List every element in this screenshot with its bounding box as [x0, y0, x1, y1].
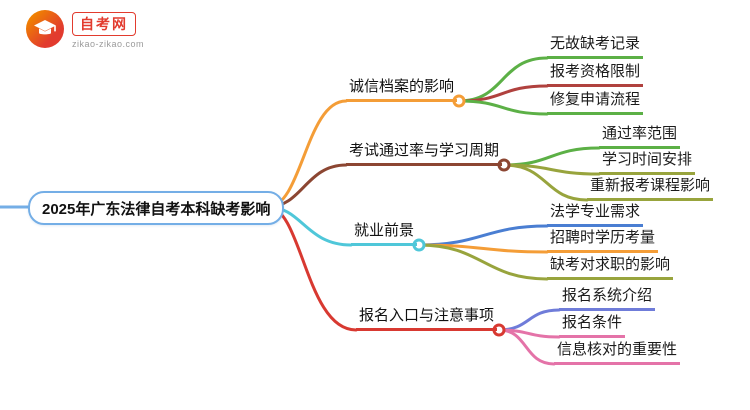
child-node-jobhunt-impact: 缺考对求职的影响: [547, 256, 674, 280]
child-node-signup-conditions: 报名条件: [559, 314, 626, 338]
child-node-study-schedule: 学习时间安排: [599, 151, 696, 175]
logo-text: 自考网 zikao-zikao.com: [72, 10, 144, 49]
child-node-passrate-range: 通过率范围: [599, 125, 681, 149]
connector-child-info-check: [497, 328, 556, 366]
child-node-retake-impact: 重新报考课程影响: [587, 177, 714, 201]
branch-node-career: 就业前景: [351, 222, 418, 246]
connector-branch-signup: [266, 205, 358, 332]
child-node-info-check: 信息核对的重要性: [554, 341, 681, 365]
branch-node-integrity: 诚信档案的影响: [346, 78, 458, 102]
connector-branch-integrity: [266, 99, 348, 209]
child-node-hiring-degree: 招聘时学历考量: [547, 229, 659, 253]
child-node-repair-process: 修复申请流程: [547, 91, 644, 115]
child-node-system-intro: 报名系统介绍: [559, 287, 656, 311]
child-node-qualification-limit: 报考资格限制: [547, 63, 644, 87]
child-node-absent-record: 无故缺考记录: [547, 35, 644, 59]
connector-child-repair-process: [457, 99, 549, 116]
branch-node-signup: 报名入口与注意事项: [356, 307, 498, 331]
mindmap-root-node: 2025年广东法律自考本科缺考影响: [28, 191, 285, 225]
child-node-law-demand: 法学专业需求: [547, 203, 644, 227]
logo-site-name: 自考网: [72, 12, 136, 36]
connector-child-retake-impact: [502, 163, 589, 202]
connector-child-passrate-range: [502, 146, 601, 167]
branch-node-passrate: 考试通过率与学习周期: [346, 142, 503, 166]
graduation-cap-icon: [26, 10, 64, 48]
logo-site-domain: zikao-zikao.com: [72, 39, 145, 49]
connector-child-law-demand: [417, 224, 549, 247]
site-logo: 自考网 zikao-zikao.com: [26, 10, 144, 49]
connector-child-system-intro: [497, 308, 561, 332]
connector-child-jobhunt-impact: [417, 243, 549, 281]
